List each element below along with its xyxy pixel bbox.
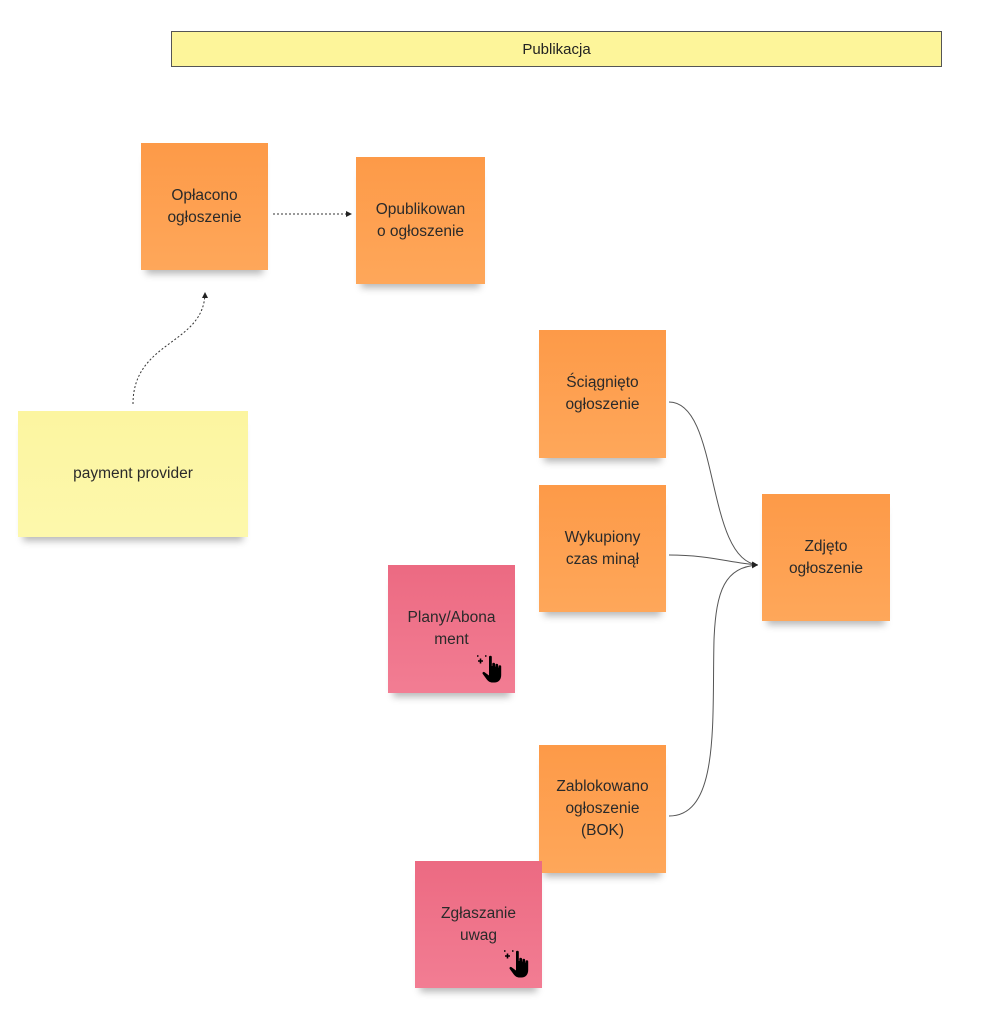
sticky-label: Zdjęto ogłoszenie [788, 537, 864, 577]
hand-pointer-icon[interactable] [502, 948, 534, 980]
sticky-label: Zablokowano ogłoszenie (BOK) [556, 778, 649, 839]
sticky-oplacono-ogloszenie[interactable]: Opłacono ogłoszenie [141, 143, 268, 270]
sticky-label: Opłacono ogłoszenie [167, 186, 242, 226]
connector-sciagnieto-to-zdjeto [668, 401, 759, 568]
connector-zablokowano-to-zdjeto [668, 562, 759, 817]
sticky-payment-provider[interactable]: payment provider [18, 411, 248, 537]
sticky-label: Wykupiony czas minął [564, 528, 641, 568]
sticky-label: payment provider [73, 465, 193, 482]
sticky-label: Plany/Abona ment [407, 609, 496, 648]
sticky-sciagnieto-ogloszenie[interactable]: Ściągnięto ogłoszenie [539, 330, 666, 458]
sticky-zglaszanie-uwag[interactable]: Zgłaszanie uwag [415, 861, 542, 988]
connector-payment-to-oplacono [132, 291, 208, 405]
sticky-opublikowano-ogloszenie[interactable]: Opublikowan o ogłoszenie [356, 157, 485, 284]
sticky-wykupiony-czas-minal[interactable]: Wykupiony czas minął [539, 485, 666, 612]
sticky-zablokowano-ogloszenie[interactable]: Zablokowano ogłoszenie (BOK) [539, 745, 666, 873]
sticky-label: Zgłaszanie uwag [441, 904, 516, 944]
hand-pointer-icon[interactable] [475, 653, 507, 685]
sticky-zdjeto-ogloszenie[interactable]: Zdjęto ogłoszenie [762, 494, 890, 621]
connector-wykupiony-to-zdjeto [668, 554, 759, 568]
sticky-plany-abonament[interactable]: Plany/Abona ment [388, 565, 515, 693]
header-bar: Publikacja [171, 31, 942, 67]
header-title: Publikacja [522, 40, 591, 58]
sticky-label: Opublikowan o ogłoszenie [375, 200, 466, 240]
sticky-label: Ściągnięto ogłoszenie [565, 374, 640, 413]
